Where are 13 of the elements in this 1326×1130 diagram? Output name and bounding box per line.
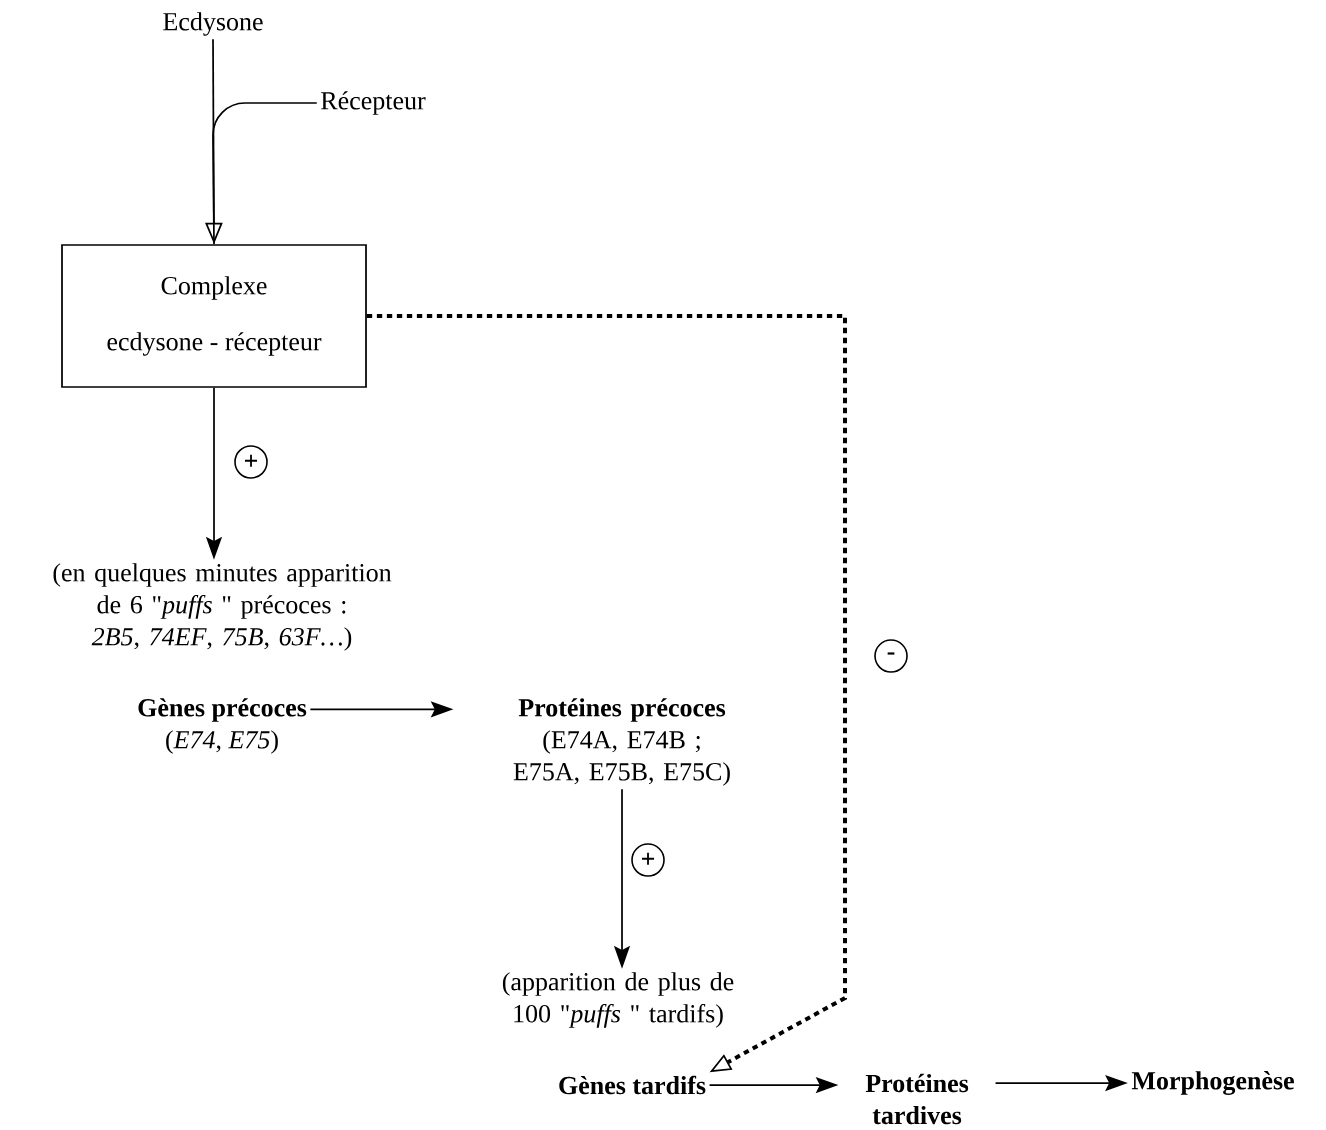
gene-label: Gènes précoces (E74, E75) bbox=[138, 698, 307, 754]
gene-label: Gènes tardifs bbox=[559, 1075, 706, 1095]
complex-box: Complexe ecdysone - récepteur bbox=[61, 244, 367, 388]
process-label: Morphogenèse bbox=[1131, 1071, 1294, 1095]
edge-label: + bbox=[234, 445, 268, 479]
protein-label: Protéines précoces (E74A, E74B ; E75A, E75B, E75C) bbox=[513, 698, 730, 786]
molecule-label: Ecdysone bbox=[163, 12, 263, 36]
annotation-text: (apparition de plus de 100 "puffs " tardifs) bbox=[502, 972, 734, 1028]
edge-label: + bbox=[631, 843, 665, 877]
protein-label: Protéines tardives bbox=[865, 1073, 969, 1125]
edge-label: - bbox=[874, 639, 908, 673]
annotation-text: (en quelques minutes apparition de 6 "puffs " précoces : 2B5, 74EF, 75B, 63F…) bbox=[53, 563, 392, 651]
molecule-label: Récepteur bbox=[321, 91, 426, 115]
